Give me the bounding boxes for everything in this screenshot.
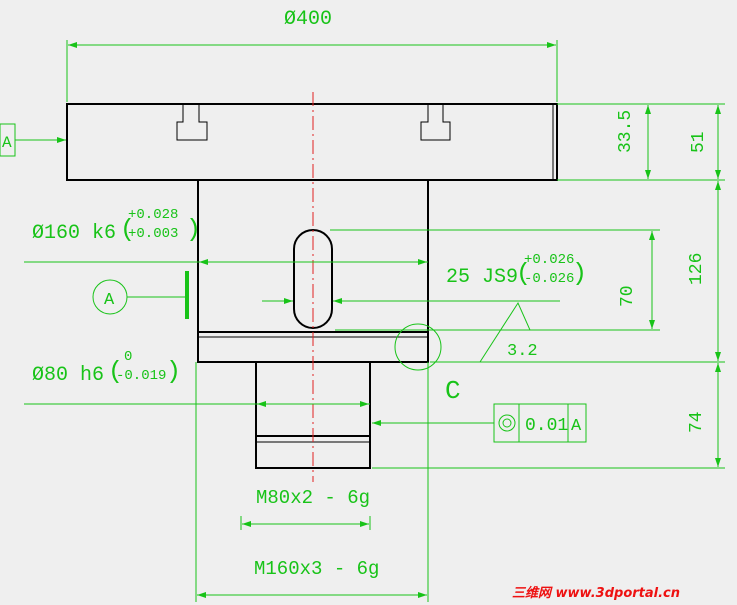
tolerance-datum: A xyxy=(571,417,582,436)
detail-circle xyxy=(394,323,442,371)
symbols xyxy=(0,123,587,443)
dim-51-label: 51 xyxy=(689,131,709,153)
small-dia-label: Ø80 h6 xyxy=(32,364,104,387)
labels: Ø400 Ø160 k6 ( +0.028 +0.003 ) 25 JS9 ( … xyxy=(2,8,709,601)
watermark: 三维网 www.3dportal.cn xyxy=(512,585,680,601)
dim-70-label: 70 xyxy=(618,285,638,307)
shaft-dia-label: Ø160 k6 xyxy=(32,222,116,245)
flange-bolt-right xyxy=(420,104,451,141)
shaft-tol-lower: +0.003 xyxy=(128,226,178,242)
keyway-tol-upper: +0.026 xyxy=(524,252,574,268)
keyway-label: 25 JS9 xyxy=(446,266,518,289)
detail-label: C xyxy=(445,376,461,406)
datum-ref-label: A xyxy=(104,291,115,310)
tolerance-frame xyxy=(493,403,587,443)
paren-open: ( xyxy=(120,215,135,244)
roughness-icon xyxy=(479,301,531,363)
paren-close: ) xyxy=(166,357,181,386)
dim-126-label: 126 xyxy=(687,253,707,285)
top-dia-label: Ø400 xyxy=(284,8,332,31)
dimensions xyxy=(24,40,725,602)
paren-open: ( xyxy=(108,357,123,386)
paren-open: ( xyxy=(516,259,531,288)
tolerance-value: 0.01 xyxy=(525,416,568,436)
paren-close: ) xyxy=(572,259,587,288)
thread-small-label: M80x2 - 6g xyxy=(256,487,370,509)
paren-close: ) xyxy=(186,215,201,244)
top-flange xyxy=(66,103,558,181)
datum-label: A xyxy=(2,134,12,152)
dim-33-5-label: 33.5 xyxy=(616,110,636,153)
thread-large-label: M160x3 - 6g xyxy=(254,558,379,580)
concentricity-icon xyxy=(498,414,516,432)
small-tol-upper: 0 xyxy=(124,349,132,365)
small-tol-lower: -0.019 xyxy=(116,368,166,384)
dim-74-label: 74 xyxy=(687,411,707,433)
flange-bolt-left xyxy=(176,104,208,141)
shaft-tol-upper: +0.028 xyxy=(128,207,178,223)
roughness-label: 3.2 xyxy=(507,342,538,361)
keyway-tol-lower: -0.026 xyxy=(524,271,574,287)
